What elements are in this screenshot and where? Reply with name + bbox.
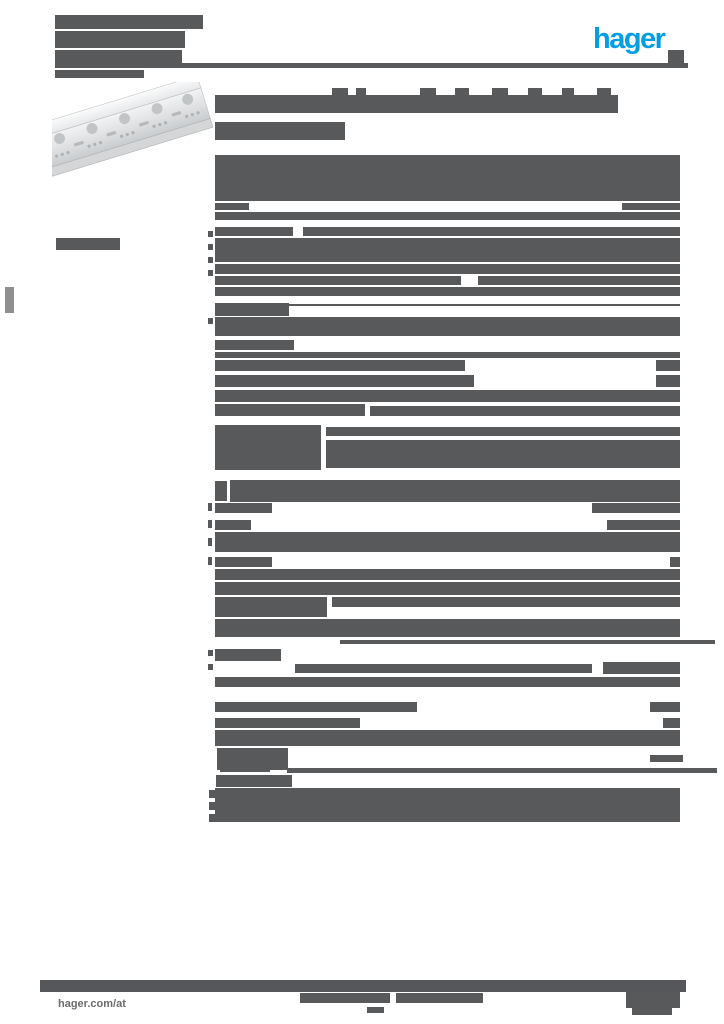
redacted-text-bar xyxy=(209,802,215,810)
redacted-text-bar xyxy=(55,70,144,78)
redacted-text-bar xyxy=(208,270,213,276)
redacted-text-bar xyxy=(215,340,294,350)
redacted-text-bar xyxy=(215,619,680,637)
redacted-text-bar xyxy=(332,88,348,95)
redacted-text-bar xyxy=(215,276,461,285)
redacted-text-bar xyxy=(215,649,281,661)
redacted-text-bar xyxy=(295,664,592,673)
redacted-text-bar xyxy=(215,597,327,617)
redacted-text-bar xyxy=(5,287,14,313)
redacted-text-bar xyxy=(209,814,215,822)
redacted-text-bar xyxy=(215,390,680,402)
redacted-text-bar xyxy=(300,993,390,1003)
redacted-text-bar xyxy=(420,88,436,95)
redacted-text-bar xyxy=(208,503,212,511)
footer-website-box: hager.com/at xyxy=(52,992,185,1016)
redacted-text-bar xyxy=(215,582,680,595)
redacted-text-bar xyxy=(230,480,680,502)
footer-website-link[interactable]: hager.com/at xyxy=(58,998,126,1010)
redacted-text-bar xyxy=(668,50,684,64)
redacted-text-bar xyxy=(217,748,288,770)
redacted-text-bar xyxy=(215,203,249,210)
redacted-text-bar xyxy=(215,425,321,470)
redacted-text-bar xyxy=(215,788,680,822)
redacted-text-bar xyxy=(607,520,680,530)
redacted-text-bar xyxy=(215,352,680,358)
redacted-text-bar xyxy=(670,557,680,567)
redacted-text-bar xyxy=(215,95,618,113)
redacted-text-bar xyxy=(632,1008,672,1015)
redacted-text-bar xyxy=(622,203,680,210)
redacted-text-bar xyxy=(208,538,212,546)
redacted-text-bar xyxy=(215,375,474,387)
redacted-text-bar xyxy=(215,503,272,513)
redacted-text-bar xyxy=(597,88,611,95)
redacted-text-bar xyxy=(55,63,688,68)
redacted-text-bar xyxy=(528,88,542,95)
redacted-text-bar xyxy=(208,557,212,565)
redacted-text-bar xyxy=(367,1007,384,1013)
redacted-text-bar xyxy=(215,317,680,336)
redacted-text-bar xyxy=(287,768,717,773)
redacted-text-bar xyxy=(370,406,680,416)
redacted-text-bar xyxy=(215,227,293,236)
redacted-text-bar xyxy=(208,244,213,250)
redacted-text-bar xyxy=(208,520,212,528)
redacted-text-bar xyxy=(215,287,680,296)
redacted-text-bar xyxy=(215,718,360,728)
redacted-text-bar xyxy=(56,238,120,250)
redacted-text-bar xyxy=(216,775,292,787)
redacted-text-bar xyxy=(603,662,680,674)
redacted-text-bar xyxy=(332,597,680,607)
redacted-text-bar xyxy=(215,404,365,416)
redacted-text-bar xyxy=(215,155,680,201)
redacted-text-bar xyxy=(478,276,680,285)
redacted-text-bar xyxy=(55,31,185,48)
redacted-text-bar xyxy=(208,650,213,656)
redacted-text-bar xyxy=(208,257,213,263)
redacted-text-bar xyxy=(215,520,251,530)
redacted-text-bar xyxy=(209,790,215,798)
redacted-text-bar xyxy=(492,88,508,95)
redacted-text-bar xyxy=(215,730,680,746)
redacted-text-bar xyxy=(55,15,203,29)
hager-logo: hager xyxy=(593,23,666,55)
rail-graphic xyxy=(52,82,214,181)
redacted-text-bar xyxy=(656,375,680,387)
redacted-text-bar xyxy=(396,993,483,1003)
redacted-text-bar xyxy=(208,231,213,237)
redacted-text-bar xyxy=(455,88,469,95)
redacted-text-bar xyxy=(592,503,680,513)
redacted-text-bar xyxy=(650,702,680,712)
redacted-text-bar xyxy=(215,557,272,567)
redacted-text-bar xyxy=(215,264,680,274)
redacted-text-bar xyxy=(215,360,465,371)
redacted-text-bar xyxy=(208,318,213,324)
footer-bar xyxy=(40,980,686,992)
redacted-text-bar xyxy=(215,238,680,262)
redacted-text-bar xyxy=(656,360,680,371)
product-image xyxy=(52,82,214,181)
redacted-text-bar xyxy=(215,702,417,712)
redacted-text-bar xyxy=(303,227,680,236)
redacted-text-bar xyxy=(215,304,680,306)
redacted-text-bar xyxy=(220,767,270,772)
redacted-text-bar xyxy=(208,664,213,670)
redacted-text-bar xyxy=(215,569,680,580)
redacted-text-bar xyxy=(215,212,680,220)
redacted-text-bar xyxy=(55,50,182,63)
redacted-text-bar xyxy=(215,677,680,687)
redacted-text-bar xyxy=(356,88,366,95)
redacted-text-bar xyxy=(215,532,680,552)
redacted-text-bar xyxy=(340,640,715,644)
redacted-text-bar xyxy=(215,481,227,501)
redacted-text-bar xyxy=(215,122,345,140)
redacted-text-bar xyxy=(663,718,680,728)
redacted-text-bar xyxy=(326,427,680,436)
redacted-text-bar xyxy=(626,992,680,1008)
redacted-text-bar xyxy=(326,440,680,468)
redacted-text-bar xyxy=(215,303,289,316)
redacted-text-bar xyxy=(562,88,574,95)
redacted-text-bar xyxy=(650,755,683,762)
